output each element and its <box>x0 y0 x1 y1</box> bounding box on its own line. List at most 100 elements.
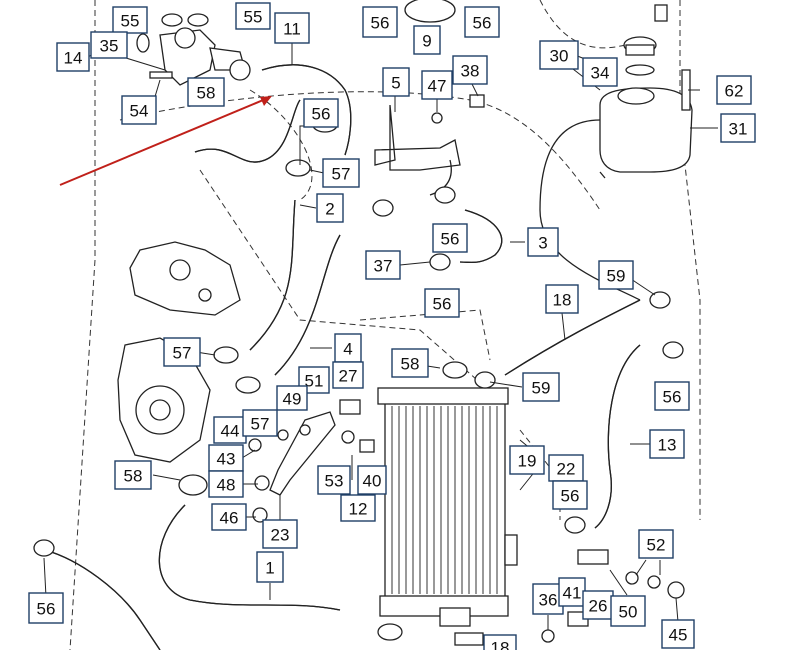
callout-56: 56 <box>362 6 398 38</box>
callout-number: 13 <box>658 436 677 455</box>
callout-50: 50 <box>610 595 646 627</box>
callout-number: 51 <box>305 372 324 391</box>
hose-11b <box>194 99 301 163</box>
callout-number: 57 <box>251 415 270 434</box>
callout-52: 52 <box>638 529 674 559</box>
callout-13: 13 <box>649 429 685 459</box>
callout-number: 4 <box>343 340 352 359</box>
callout-box <box>317 465 351 495</box>
callout-57: 57 <box>322 158 360 188</box>
callout-41: 41 <box>558 577 586 607</box>
callout-box <box>322 158 360 188</box>
callout-1: 1 <box>256 551 284 583</box>
callout-9: 9 <box>413 25 441 55</box>
callout-56: 56 <box>303 98 339 128</box>
callout-number: 14 <box>64 49 83 68</box>
callout-4: 4 <box>334 333 362 363</box>
callout-number: 19 <box>518 452 537 471</box>
callout-59: 59 <box>598 260 634 290</box>
callout-11: 11 <box>274 12 310 44</box>
callout-box <box>424 288 460 318</box>
callout-box <box>316 193 344 223</box>
callout-12: 12 <box>340 494 376 522</box>
callout-number: 5 <box>391 74 400 93</box>
callout-box <box>545 284 579 314</box>
callout-box <box>242 409 278 437</box>
bracket-5 <box>374 104 461 196</box>
water-pump <box>117 337 211 463</box>
callout-31: 31 <box>720 113 756 143</box>
callout-number: 40 <box>363 472 382 491</box>
callout-number: 56 <box>561 487 580 506</box>
callout-number: 56 <box>433 295 452 314</box>
callout-box <box>413 25 441 55</box>
expansion-tank <box>539 87 693 301</box>
callout-number: 23 <box>271 526 290 545</box>
hose-4 <box>274 234 341 376</box>
callout-box <box>421 70 453 100</box>
callout-number: 56 <box>473 14 492 33</box>
callout-number: 31 <box>729 120 748 139</box>
callout-box <box>391 348 429 378</box>
callout-number: 48 <box>217 476 236 495</box>
callout-number: 44 <box>221 422 240 441</box>
callout-box <box>548 454 584 482</box>
callout-number: 18 <box>553 291 572 310</box>
engine-housing-upper <box>129 241 241 316</box>
callout-45: 45 <box>661 619 695 649</box>
callout-box <box>483 634 517 650</box>
callout-number: 56 <box>371 14 390 33</box>
callout-box <box>276 385 308 411</box>
tank-cap <box>623 36 657 76</box>
callout-37: 37 <box>365 250 401 280</box>
callout-46: 46 <box>211 503 247 531</box>
callout-box <box>112 6 148 34</box>
callout-box <box>598 260 634 290</box>
callout-14: 14 <box>56 42 90 72</box>
callout-3: 3 <box>527 227 559 257</box>
callout-58: 58 <box>187 77 225 107</box>
callout-box <box>256 551 284 583</box>
callout-box <box>28 592 64 624</box>
callout-number: 58 <box>124 467 143 486</box>
callout-23: 23 <box>262 519 298 549</box>
callout-box <box>552 480 588 510</box>
callout-40: 40 <box>357 465 387 495</box>
callout-box <box>638 529 674 559</box>
callout-number: 22 <box>557 460 576 479</box>
pointer-arrow <box>59 97 269 186</box>
callout-number: 12 <box>349 500 368 519</box>
callout-number: 55 <box>244 8 263 27</box>
callout-box <box>432 223 468 253</box>
hose-13 <box>594 344 641 529</box>
callout-57: 57 <box>242 409 278 437</box>
callout-number: 2 <box>325 200 334 219</box>
callout-62: 62 <box>716 75 752 105</box>
callout-number: 27 <box>339 367 358 386</box>
callout-number: 57 <box>173 344 192 363</box>
callout-56: 56 <box>432 223 468 253</box>
callout-5: 5 <box>382 67 410 97</box>
callout-number: 30 <box>550 47 569 66</box>
callout-49: 49 <box>276 385 308 411</box>
callout-box <box>522 372 560 402</box>
callout-26: 26 <box>582 590 614 620</box>
callout-box <box>452 55 488 85</box>
callout-38: 38 <box>452 55 488 85</box>
callout-number: 41 <box>563 584 582 603</box>
callout-number: 35 <box>100 37 119 56</box>
callout-55: 55 <box>235 2 271 30</box>
small-parts <box>33 0 685 646</box>
callout-box <box>716 75 752 105</box>
callout-number: 59 <box>607 267 626 286</box>
callout-number: 36 <box>539 591 558 610</box>
callout-2: 2 <box>316 193 344 223</box>
callout-58: 58 <box>391 348 429 378</box>
callout-number: 55 <box>121 12 140 31</box>
callout-56: 56 <box>464 6 500 38</box>
bracket-23 <box>269 411 336 496</box>
callout-number: 62 <box>725 82 744 101</box>
callout-57: 57 <box>163 337 201 367</box>
callout-box <box>56 42 90 72</box>
callout-56: 56 <box>28 592 64 624</box>
